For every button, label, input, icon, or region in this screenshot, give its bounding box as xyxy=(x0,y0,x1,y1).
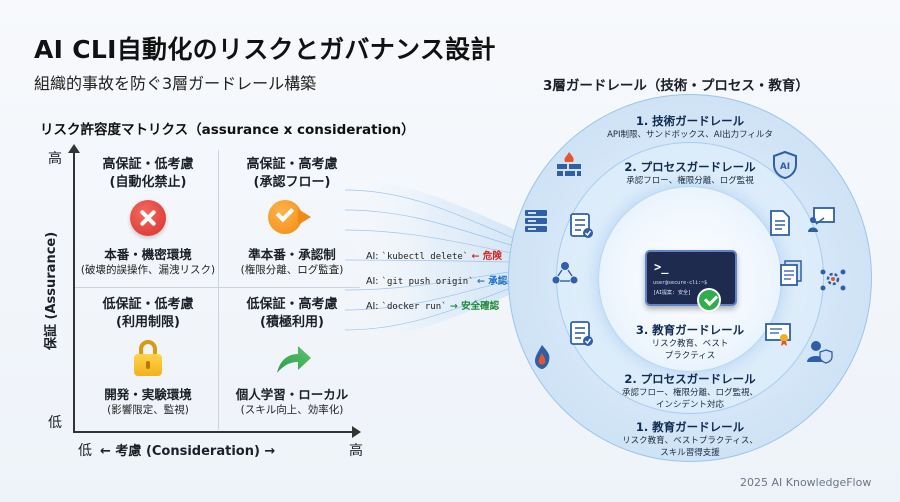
checklist-icon xyxy=(566,318,596,348)
quadrant-high-assurance-low-consideration: 高保証・低考慮 (自動化禁止) 本番・機密環境 (破壊的誤操作、漏洩リスク) xyxy=(78,156,218,278)
ring-label-bottom-middle: 2. プロセスガードレール 承認フロー、権限分離、ログ監視、 インシデント対応 xyxy=(622,372,758,410)
firewall-icon xyxy=(554,150,584,180)
quadrant-environment: 本番・機密環境 xyxy=(104,247,192,262)
check-arrow-icon xyxy=(268,200,316,236)
quadrant-subheading: (承認フロー) xyxy=(253,175,331,190)
server-rack-icon xyxy=(521,205,551,235)
quadrant-subheading: (積極利用) xyxy=(260,315,324,330)
user-shield-icon xyxy=(804,336,834,366)
matrix-divider-vertical xyxy=(218,150,219,430)
quadrant-note: (権限分離、ログ監査) xyxy=(240,264,344,276)
page-subtitle: 組織的事故を防ぐ3層ガードレール構築 xyxy=(34,74,317,93)
quadrant-note: (破壊的誤操作、漏洩リスク) xyxy=(80,264,216,276)
check-badge-icon xyxy=(697,288,721,312)
quadrant-heading: 高保証・低考慮 xyxy=(102,157,194,172)
safe-tag: 安全確認 xyxy=(461,301,500,312)
cross-icon xyxy=(130,200,166,236)
command-flow-beams xyxy=(344,160,576,360)
quadrant-environment: 開発・実験環境 xyxy=(104,387,192,402)
footer-credit: 2025 AI KnowledgeFlow xyxy=(740,476,872,489)
quadrant-subheading: (利用制限) xyxy=(116,315,180,330)
x-axis-low-label: 低 xyxy=(78,443,92,459)
quadrant-heading: 低保証・高考慮 xyxy=(246,297,338,312)
document-icon xyxy=(764,208,794,238)
y-axis-title: 保証 (Assurance) xyxy=(44,231,59,350)
y-axis xyxy=(68,144,80,432)
people-network-icon xyxy=(550,258,580,288)
x-axis xyxy=(73,426,361,438)
ring-label-top-outer: 1. 技術ガードレール API制限、サンドボックス、AI出力フィルタ xyxy=(607,114,773,140)
documents-icon xyxy=(776,258,806,288)
secure-cli-terminal-icon: >_ user@secure-cli:~$ [AI提案: 安全] xyxy=(645,250,737,306)
quadrant-subheading: (自動化禁止) xyxy=(109,175,187,190)
presenter-icon xyxy=(806,204,836,234)
alert-icon xyxy=(527,342,557,372)
danger-tag: 危険 xyxy=(482,251,502,262)
quadrant-heading: 低保証・低考慮 xyxy=(102,297,194,312)
forward-arrow-icon xyxy=(274,340,311,376)
y-axis-high-label: 高 xyxy=(48,151,62,167)
certificate-icon xyxy=(763,318,793,348)
matrix-divider-horizontal xyxy=(75,287,360,288)
checklist-icon xyxy=(566,210,596,240)
x-axis-title: ← 考慮 (Consideration) → xyxy=(100,444,276,459)
svg-text:AI: AI xyxy=(780,162,790,172)
quadrant-low-assurance-high-consideration: 低保証・高考慮 (積極利用) 個人学習・ローカル (スキル向上、効率化) xyxy=(222,296,362,418)
page-title: AI CLI自動化のリスクとガバナンス設計 xyxy=(34,35,496,64)
y-axis-low-label: 低 xyxy=(48,415,62,431)
quadrant-environment: 準本番・承認制 xyxy=(248,247,336,262)
approval-tag: 承認必要 xyxy=(488,276,526,287)
matrix-title: リスク許容度マトリクス（assurance x consideration） xyxy=(40,122,415,138)
command-line-danger: AI: `kubectl delete` ← 危険 xyxy=(366,251,502,262)
quadrant-note: (スキル向上、効率化) xyxy=(240,404,344,416)
quadrant-environment: 個人学習・ローカル xyxy=(235,387,349,402)
quadrant-heading: 高保証・高考慮 xyxy=(246,157,338,172)
command-line-safe: AI: `docker run` → 安全確認 xyxy=(366,301,500,312)
quadrant-note: (影響限定、監視) xyxy=(107,404,189,416)
x-axis-high-label: 高 xyxy=(349,443,363,459)
lock-icon xyxy=(130,340,166,376)
ring-label-top-middle: 2. プロセスガードレール 承認フロー、権限分離、ログ監視 xyxy=(624,160,756,186)
ai-shield-icon: AI xyxy=(770,150,800,180)
command-line-approval: AI: `git push origin` ← 承認必要 xyxy=(366,273,526,287)
quadrant-low-assurance-low-consideration: 低保証・低考慮 (利用制限) 開発・実験環境 (影響限定、監視) xyxy=(78,296,218,418)
quadrant-high-assurance-high-consideration: 高保証・高考慮 (承認フロー) 準本番・承認制 (権限分離、ログ監査) xyxy=(222,156,362,278)
ring-label-bottom-outer: 1. 教育ガードレール リスク教育、ベストプラクティス、 スキル習得支援 xyxy=(622,420,758,458)
guardrail-title: 3層ガードレール（技術・プロセス・教育） xyxy=(543,78,809,94)
team-settings-icon xyxy=(818,264,848,294)
ring-label-inner: 3. 教育ガードレール リスク教育、ベスト プラクティス xyxy=(635,323,745,361)
